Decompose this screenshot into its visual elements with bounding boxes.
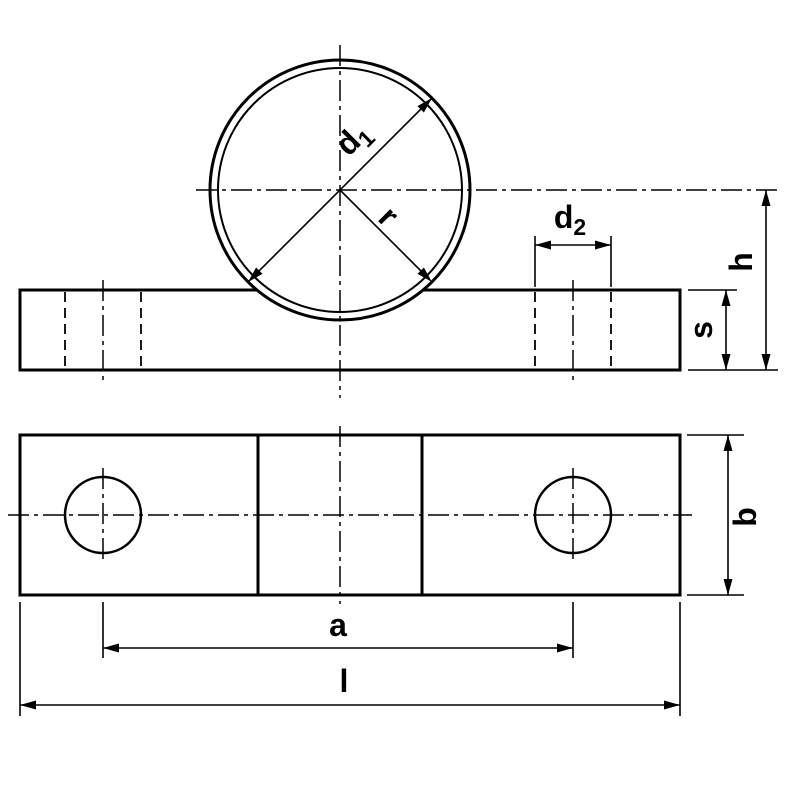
- dimension-d2: d2: [534, 199, 612, 287]
- h-arrowhead: [761, 354, 771, 370]
- l-arrowhead: [664, 700, 680, 710]
- clamp-bar-outline: [18, 288, 682, 372]
- dimension-b: b: [687, 434, 763, 596]
- label-a: a: [329, 607, 347, 643]
- d1-arrowhead: [417, 98, 432, 113]
- label-d2: d2: [554, 199, 586, 240]
- s-arrowhead: [721, 290, 731, 306]
- b-arrowhead: [723, 435, 733, 451]
- d2-arrowhead: [535, 240, 551, 250]
- r-dimension-line: [339, 189, 429, 279]
- b-arrowhead: [723, 579, 733, 595]
- label-l: l: [340, 663, 349, 699]
- a-arrowhead: [103, 643, 119, 653]
- label-b: b: [727, 507, 763, 527]
- r-arrowhead: [417, 267, 432, 282]
- s-arrowhead: [721, 354, 731, 370]
- d1-arrowhead: [248, 267, 263, 282]
- dimension-a: a: [102, 602, 574, 658]
- l-arrowhead: [20, 700, 36, 710]
- front-view: [18, 45, 778, 398]
- top-view: [8, 426, 692, 604]
- d2-arrowhead: [595, 240, 611, 250]
- label-r: r: [372, 199, 406, 233]
- dimension-l: l: [19, 602, 681, 716]
- dimension-r: r: [339, 189, 432, 282]
- dimension-s: s: [683, 289, 737, 370]
- dimension-h: h: [688, 190, 778, 371]
- label-h: h: [723, 252, 759, 272]
- h-arrowhead: [761, 190, 771, 206]
- a-arrowhead: [557, 643, 573, 653]
- label-s: s: [683, 321, 719, 339]
